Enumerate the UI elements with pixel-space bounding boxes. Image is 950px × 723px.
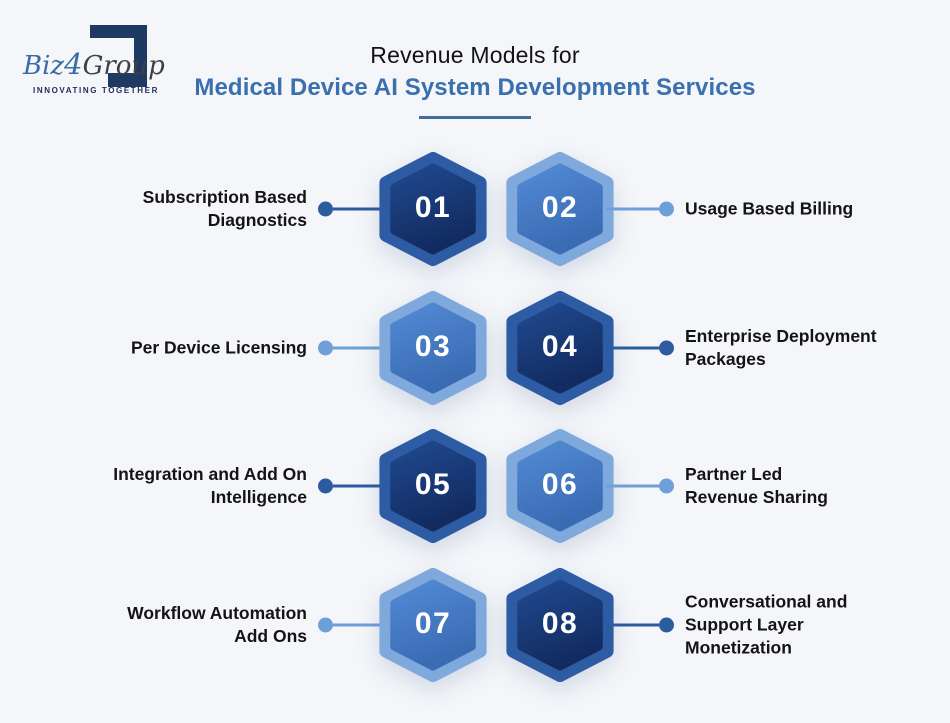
hexagon-number: 04	[541, 330, 579, 363]
title-line1: Revenue Models for	[370, 42, 580, 68]
label-usage-based-billing: Usage Based Billing	[685, 197, 853, 220]
row-3: Integration and Add On Intelligence 05 0…	[0, 427, 950, 545]
connector-line	[606, 623, 659, 627]
label-line: Monetization	[685, 637, 792, 658]
connector-dot	[659, 478, 674, 494]
hexagon-01: 01	[378, 150, 488, 268]
hexagon-03: 03	[378, 289, 488, 407]
label-line: Intelligence	[210, 487, 307, 507]
hexagon-number: 08	[541, 607, 579, 640]
hexagon-shape	[379, 428, 487, 544]
connector-line	[606, 207, 659, 211]
hexagon-shape	[379, 290, 487, 406]
label-line: Conversational and	[685, 591, 848, 612]
label-integration-addon-intelligence: Integration and Add On Intelligence	[113, 463, 307, 509]
label-conversational-support-monetization: Conversational and Support Layer Monetiz…	[685, 590, 847, 659]
hexagon-shape	[379, 567, 487, 683]
label-enterprise-deployment-packages: Enterprise Deployment Packages	[685, 325, 877, 371]
hexagon-number: 01	[414, 191, 452, 224]
connector-line	[333, 346, 384, 350]
hexagon-number: 02	[541, 191, 579, 224]
hexagon-shape	[506, 290, 614, 406]
label-line: Support Layer	[685, 614, 804, 635]
hexagon-shape	[379, 151, 487, 267]
label-line: Subscription Based	[142, 186, 307, 207]
label-line: Diagnostics	[207, 210, 307, 230]
label-line: Partner Led	[685, 463, 783, 484]
hexagon-shape	[506, 567, 614, 683]
row-1: Subscription Based Diagnostics 01 02	[0, 150, 950, 268]
connector-dot	[659, 340, 674, 356]
title-line2: Medical Device AI System Development Ser…	[194, 74, 756, 101]
label-line: Packages	[685, 349, 766, 369]
title-underline	[419, 116, 531, 119]
label-line: Revenue Sharing	[685, 487, 828, 507]
connector-right	[606, 201, 674, 217]
label-line: Workflow Automation	[127, 602, 307, 623]
hexagon-number: 03	[414, 330, 452, 363]
connector-right	[606, 478, 674, 494]
hexagon-08: 08	[505, 566, 615, 684]
hexagon-04: 04	[505, 289, 615, 407]
brand-logo: Biz4Group INNOVATING TOGETHER	[15, 10, 175, 110]
logo-word-group: Group	[82, 51, 165, 81]
label-partner-led-revenue-sharing: Partner Led Revenue Sharing	[685, 463, 828, 509]
label-line: Add Ons	[234, 626, 307, 646]
connector-line	[606, 484, 659, 488]
connector-dot	[318, 340, 333, 356]
hexagon-number: 07	[414, 607, 452, 640]
hexagon-number: 06	[541, 468, 579, 501]
connector-dot	[318, 201, 333, 217]
connector-left	[318, 201, 384, 217]
hexagon-shape	[506, 151, 614, 267]
hexagon-shape	[506, 428, 614, 544]
hexagon-05: 05	[378, 427, 488, 545]
connector-line	[333, 623, 384, 627]
connector-dot	[318, 478, 333, 494]
connector-right	[606, 617, 674, 633]
label-line: Usage Based Billing	[685, 198, 854, 219]
connector-dot	[318, 617, 333, 633]
label-line: Enterprise Deployment	[685, 325, 877, 346]
connector-dot	[659, 201, 674, 217]
logo-tagline: INNOVATING TOGETHER	[33, 86, 159, 95]
connector-line	[333, 484, 384, 488]
row-4: Workflow Automation Add Ons 07 08	[0, 566, 950, 684]
hexagon-07: 07	[378, 566, 488, 684]
row-2: Per Device Licensing 03 04 Enterprise De	[0, 289, 950, 407]
hexagon-number: 05	[414, 468, 452, 501]
label-per-device-licensing: Per Device Licensing	[131, 336, 307, 359]
connector-line	[606, 346, 659, 350]
hexagon-06: 06	[505, 427, 615, 545]
logo-bracket-shape	[90, 25, 147, 87]
page-title: Revenue Models for Medical Device AI Sys…	[0, 42, 950, 119]
logo-word-4: 4	[64, 47, 83, 81]
connector-line	[333, 207, 384, 211]
hexagon-02: 02	[505, 150, 615, 268]
connector-left	[318, 478, 384, 494]
label-workflow-automation-addons: Workflow Automation Add Ons	[127, 602, 307, 648]
logo-wordmark: Biz4Group	[23, 47, 165, 81]
label-subscription-based-diagnostics: Subscription Based Diagnostics	[143, 186, 307, 232]
connector-left	[318, 340, 384, 356]
connector-left	[318, 617, 384, 633]
label-line: Per Device Licensing	[130, 337, 307, 358]
connector-right	[606, 340, 674, 356]
logo-word-biz: Biz	[23, 51, 65, 81]
label-line: Integration and Add On	[113, 463, 307, 484]
connector-dot	[659, 617, 674, 633]
